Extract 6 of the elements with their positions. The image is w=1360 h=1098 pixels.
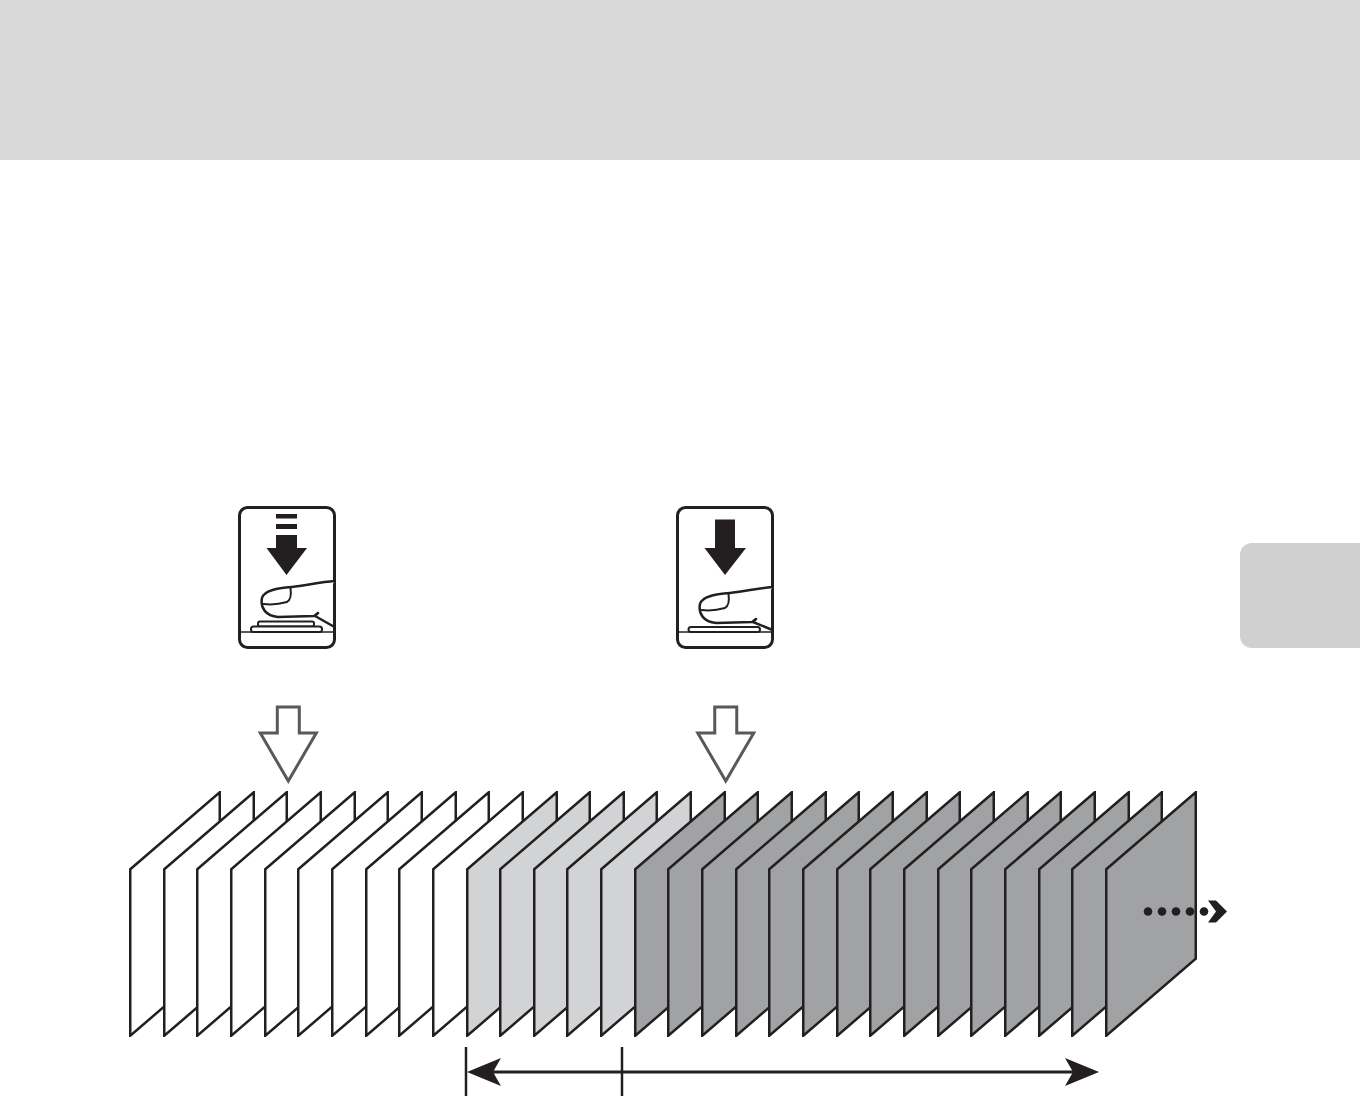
- hollow-arrow: [695, 705, 757, 784]
- hollow-arrow: [257, 705, 319, 784]
- side-tab: [1240, 543, 1360, 648]
- finger-press-icon: [676, 506, 774, 649]
- photo-frame: [1104, 791, 1197, 1037]
- finger-press-icon: [238, 506, 336, 649]
